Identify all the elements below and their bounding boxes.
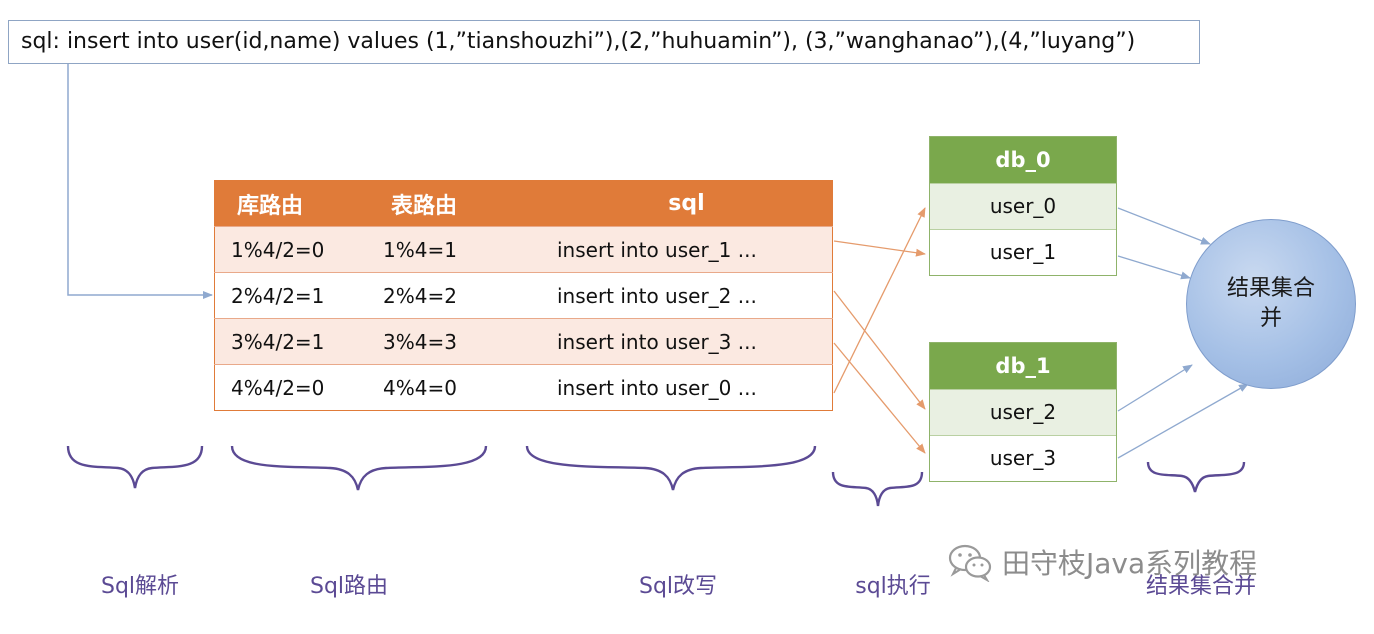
stage-label-merge: 结果集合并 bbox=[1145, 574, 1257, 599]
db-route-cell: 2%4/2=1 bbox=[214, 272, 369, 319]
db-1-box: db_1 user_2 user_3 bbox=[929, 342, 1117, 482]
table-route-cell: 1%4=1 bbox=[369, 226, 541, 273]
stage-label-rewrite: Sql改写 bbox=[638, 574, 718, 599]
stage-label-execute: sql执行 bbox=[855, 574, 931, 599]
merge-arrow-user0 bbox=[1117, 207, 1211, 245]
exec-arrow-row3 bbox=[833, 342, 926, 454]
brace-parse bbox=[66, 445, 204, 489]
exec-arrow-row4 bbox=[833, 207, 926, 394]
stage-label-route: Sql路由 bbox=[309, 574, 389, 599]
wechat-icon bbox=[948, 544, 992, 582]
table-route-cell: 2%4=2 bbox=[369, 272, 541, 319]
result-merge-label: 结果集合并 bbox=[1226, 276, 1315, 331]
rewritten-sql-cell: insert into user_2 ... bbox=[541, 272, 833, 319]
watermark: 田守枝Java系列教程 bbox=[946, 540, 1257, 584]
db-1-table-user-2: user_2 bbox=[930, 389, 1116, 435]
db-0-title: db_0 bbox=[930, 137, 1116, 183]
db-1-table-user-3: user_3 bbox=[930, 435, 1116, 481]
watermark-text: 田守枝Java系列教程 bbox=[1002, 547, 1258, 580]
merge-arrow-user1 bbox=[1117, 255, 1191, 280]
brace-rewrite bbox=[525, 445, 817, 491]
brace-merge bbox=[1146, 461, 1246, 493]
merge-arrow-user3 bbox=[1117, 383, 1249, 459]
brace-execute bbox=[831, 471, 924, 507]
stage-label-parse: Sql解析 bbox=[100, 574, 180, 599]
parse-arrow bbox=[67, 64, 213, 299]
db-route-cell: 1%4/2=0 bbox=[214, 226, 369, 273]
db-0-table-user-0: user_0 bbox=[930, 183, 1116, 229]
db-route-cell: 3%4/2=1 bbox=[214, 318, 369, 365]
table-row: 3%4/2=1 3%4=3 insert into user_3 ... bbox=[214, 318, 833, 365]
result-merge-node: 结果集合并 bbox=[1186, 219, 1356, 389]
db-route-cell: 4%4/2=0 bbox=[214, 364, 369, 411]
table-row: 4%4/2=0 4%4=0 insert into user_0 ... bbox=[214, 364, 833, 411]
db-1-title: db_1 bbox=[930, 343, 1116, 389]
exec-arrow-row1 bbox=[833, 240, 926, 257]
db-0-table-user-1: user_1 bbox=[930, 229, 1116, 275]
brace-route bbox=[230, 445, 488, 491]
table-row: 2%4/2=1 2%4=2 insert into user_2 ... bbox=[214, 272, 833, 319]
exec-arrow-row2 bbox=[833, 290, 926, 410]
rewritten-sql-cell: insert into user_0 ... bbox=[541, 364, 833, 411]
sql-statement-box: sql: insert into user(id,name) values (1… bbox=[8, 20, 1200, 64]
header-db-route: 库路由 bbox=[214, 180, 369, 227]
routing-table-header: 库路由 表路由 sql bbox=[214, 180, 833, 227]
routing-table: 库路由 表路由 sql 1%4/2=0 1%4=1 insert into us… bbox=[214, 180, 833, 411]
header-sql: sql bbox=[541, 180, 833, 227]
table-route-cell: 3%4=3 bbox=[369, 318, 541, 365]
db-0-box: db_0 user_0 user_1 bbox=[929, 136, 1117, 276]
header-table-route: 表路由 bbox=[369, 180, 541, 227]
table-route-cell: 4%4=0 bbox=[369, 364, 541, 411]
table-row: 1%4/2=0 1%4=1 insert into user_1 ... bbox=[214, 226, 833, 273]
merge-arrow-user2 bbox=[1117, 364, 1193, 412]
rewritten-sql-cell: insert into user_1 ... bbox=[541, 226, 833, 273]
rewritten-sql-cell: insert into user_3 ... bbox=[541, 318, 833, 365]
